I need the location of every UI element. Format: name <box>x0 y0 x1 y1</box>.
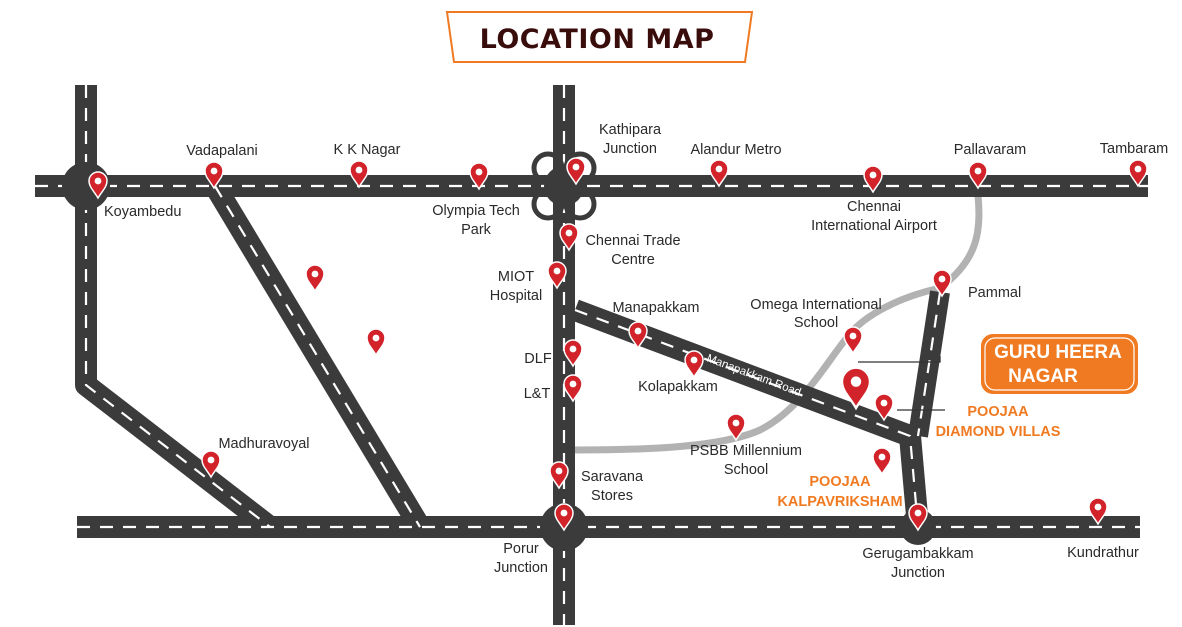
pin-omega <box>843 326 863 354</box>
label-saravana-2: Stores <box>591 488 633 504</box>
label-saravana-1: Saravana <box>581 469 644 485</box>
label-manapakkam: Manapakkam <box>612 300 699 316</box>
label-airport-1: Chennai <box>847 199 901 215</box>
label-alandur: Alandur Metro <box>690 142 781 158</box>
label-tambaram: Tambaram <box>1100 141 1169 157</box>
label-omega-1: Omega International <box>750 297 881 313</box>
highlight-line1: GURU HEERA <box>994 342 1122 363</box>
project-labels: POOJAA DIAMOND VILLAS POOJAA KALPAVRIKSH… <box>777 404 1060 510</box>
pin-diagonal-1 <box>305 264 325 292</box>
label-kalpa-2: KALPAVRIKSHAM <box>777 494 902 510</box>
pin-kolapakkam <box>684 350 704 378</box>
label-diamond-2: DIAMOND VILLAS <box>936 424 1061 440</box>
label-dlf: DLF <box>524 351 552 367</box>
label-kalpa-1: POOJAA <box>809 474 871 490</box>
label-vadapalani: Vadapalani <box>186 143 258 159</box>
label-kknagar: K K Nagar <box>334 142 401 158</box>
label-porur-2: Junction <box>494 560 548 576</box>
grey-road-airport-pammal <box>571 192 983 454</box>
label-trade-1: Chennai Trade <box>585 233 680 249</box>
label-omega-2: School <box>794 315 838 331</box>
label-kathipara-1: Kathipara <box>599 122 662 138</box>
label-psbb-2: School <box>724 462 768 478</box>
label-olympia-1: Olympia Tech <box>432 203 520 219</box>
label-koyambedu: Koyambedu <box>104 204 181 220</box>
label-pallavaram: Pallavaram <box>954 142 1027 158</box>
pin-diagonal-2 <box>366 328 386 356</box>
label-miot-2: Hospital <box>490 288 542 304</box>
label-pammal: Pammal <box>968 285 1021 301</box>
place-labels: Koyambedu Vadapalani K K Nagar Olympia T… <box>104 122 1168 581</box>
label-gerugambakkam-1: Gerugambakkam <box>862 546 973 562</box>
label-kundrathur: Kundrathur <box>1067 545 1139 561</box>
guru-heera-nagar-badge: GURU HEERA NAGAR <box>981 334 1138 394</box>
label-trade-2: Centre <box>611 252 655 268</box>
highlight-connector <box>858 356 941 363</box>
label-lt: L&T <box>524 386 551 402</box>
label-porur-1: Porur <box>503 541 539 557</box>
title-banner: LOCATION MAP <box>445 11 754 63</box>
label-kolapakkam: Kolapakkam <box>638 379 718 395</box>
label-olympia-2: Park <box>461 222 492 238</box>
label-psbb-1: PSBB Millennium <box>690 443 802 459</box>
page-title: LOCATION MAP <box>480 24 715 55</box>
label-kathipara-2: Junction <box>603 141 657 157</box>
label-madhuravoyal: Madhuravoyal <box>218 436 309 452</box>
pin-kalpavriksham <box>872 447 892 475</box>
label-gerugambakkam-2: Junction <box>891 565 945 581</box>
label-diamond-1: POOJAA <box>967 404 1029 420</box>
highlight-line2: NAGAR <box>1008 366 1078 387</box>
label-airport-2: International Airport <box>811 218 937 234</box>
label-miot-1: MIOT <box>498 269 534 285</box>
